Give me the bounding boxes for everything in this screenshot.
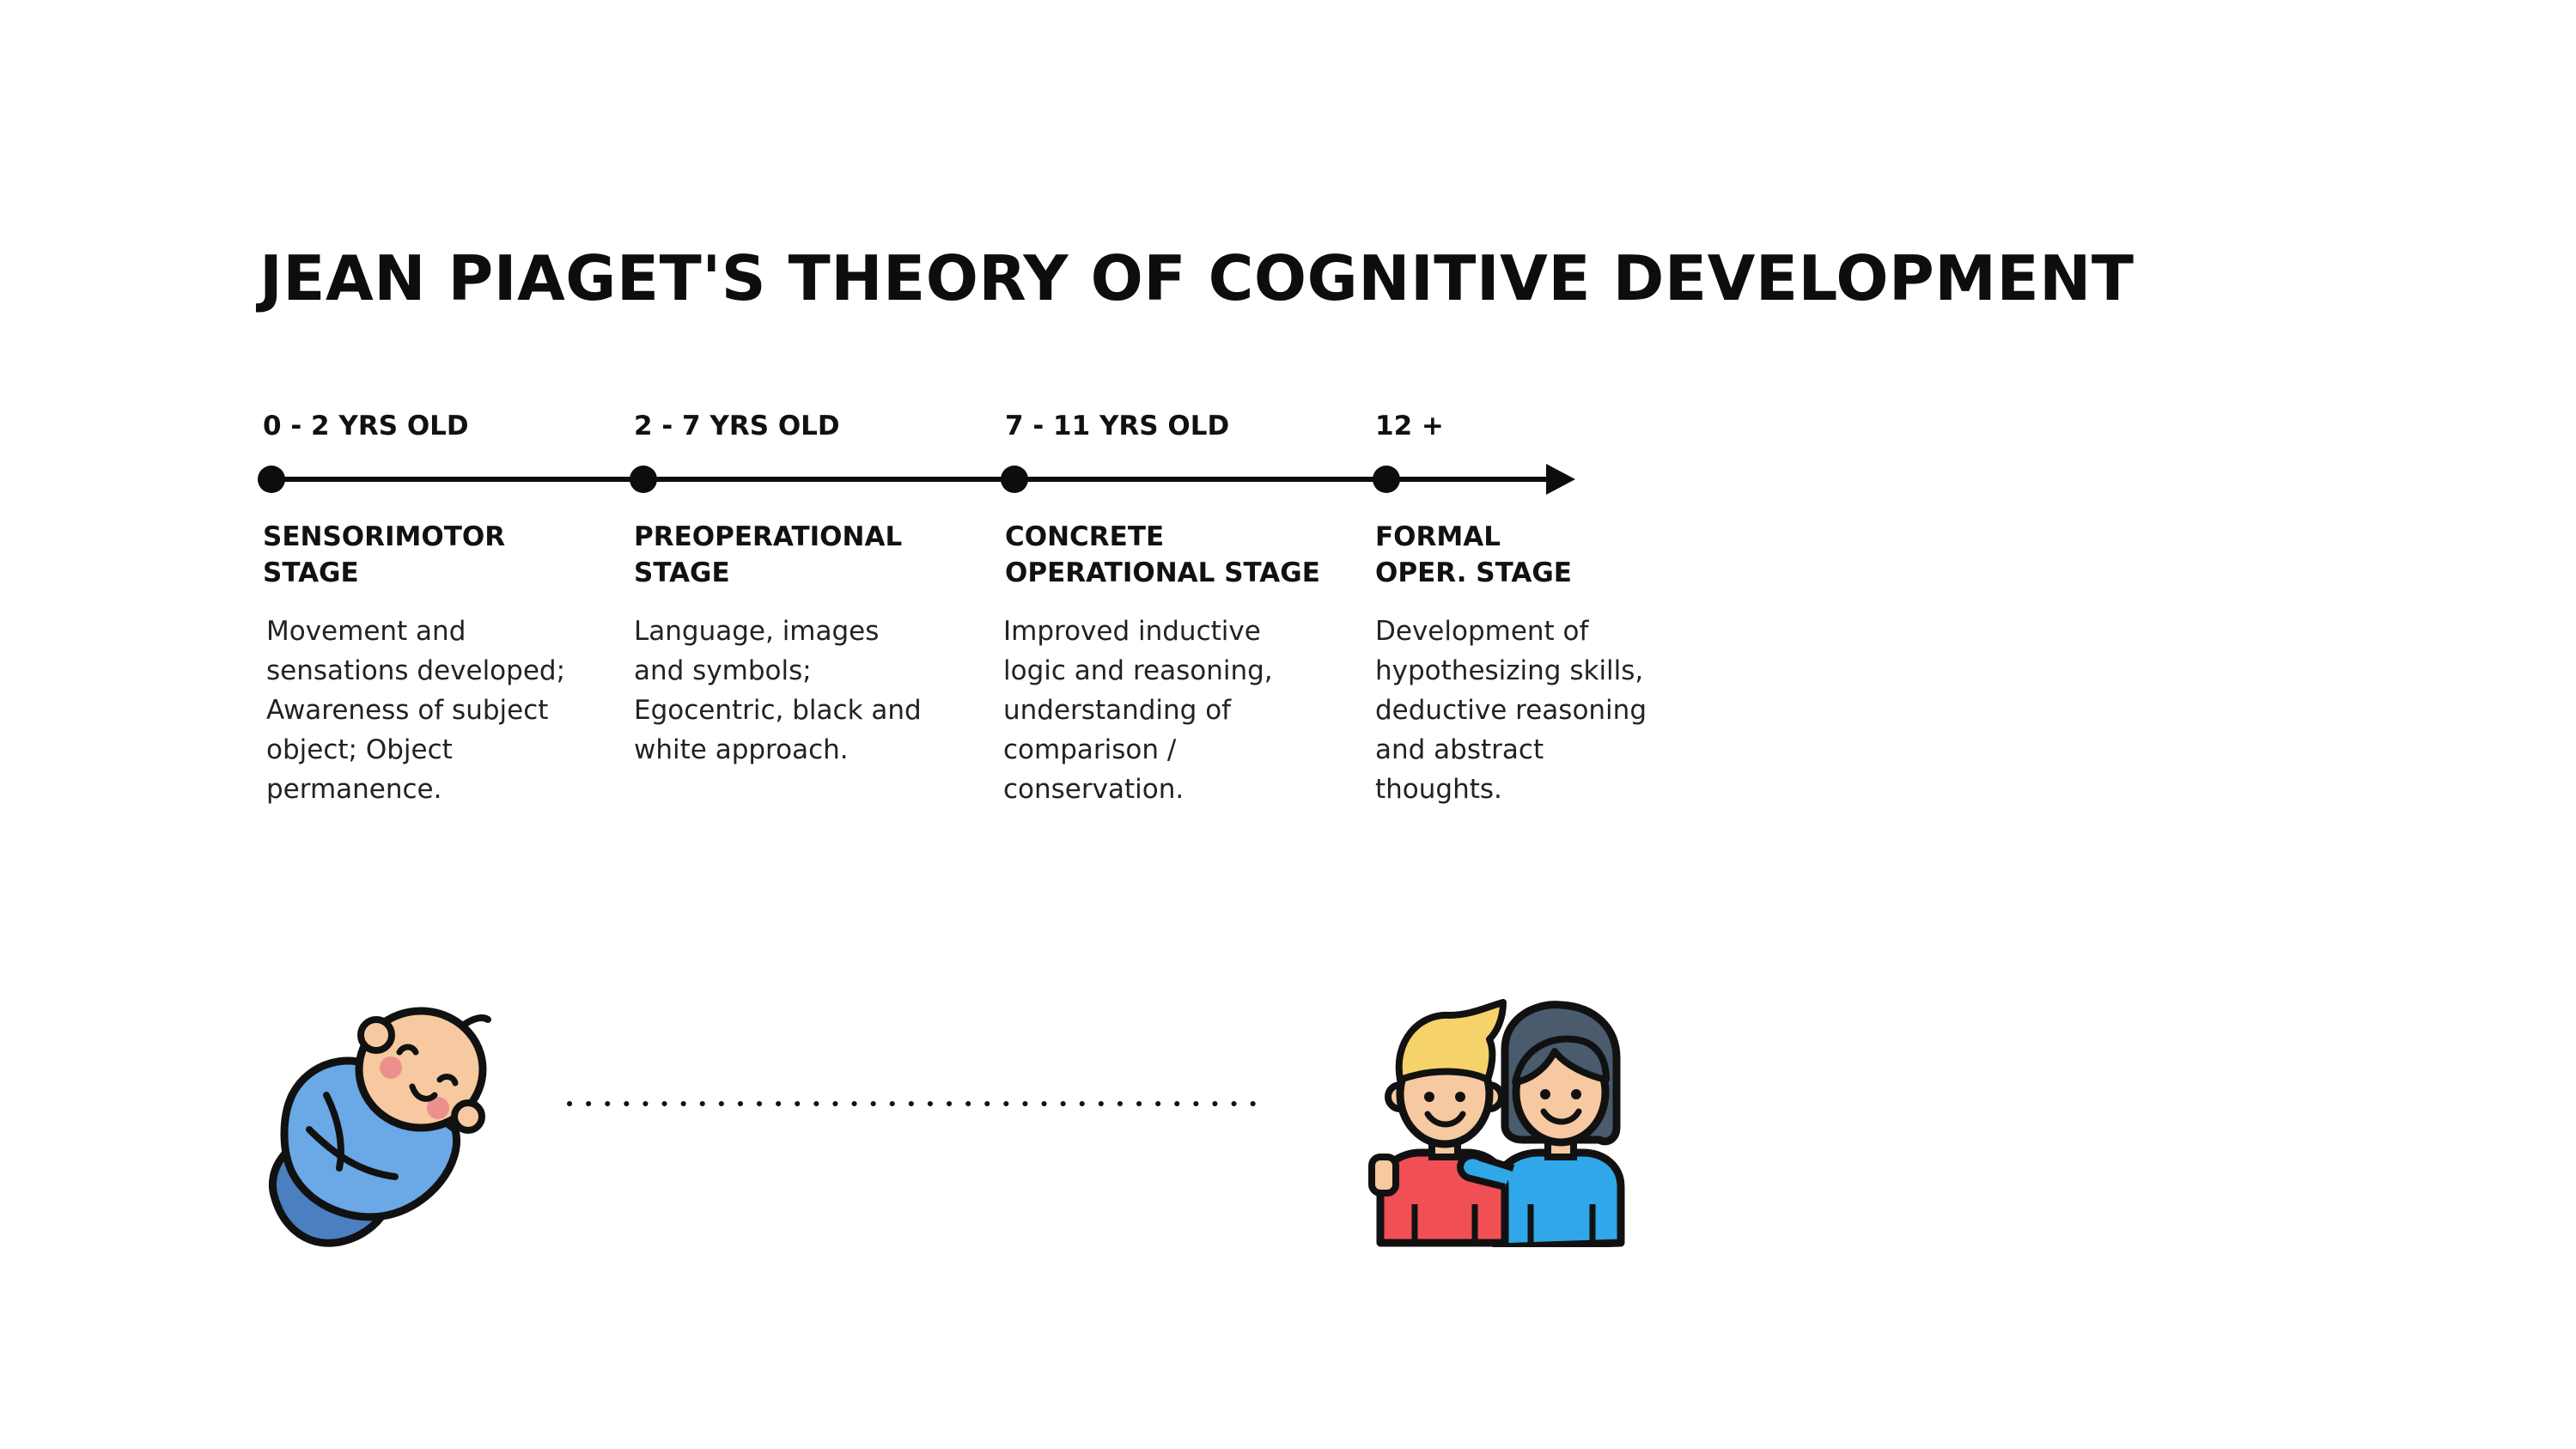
- stage-2-age: 2 - 7 YRS OLD: [634, 411, 840, 441]
- stage-1-age: 0 - 2 YRS OLD: [263, 411, 469, 441]
- stage-4-name-line: OPER. STAGE: [1375, 557, 1572, 588]
- stage-4-age: 12 +: [1375, 411, 1444, 441]
- stage-3-description: Improved inductive logic and reasoning, …: [1003, 612, 1273, 809]
- page-title: JEAN PIAGET'S THEORY OF COGNITIVE DEVELO…: [259, 242, 2134, 314]
- stage-1-name-line: SENSORIMOTOR: [263, 521, 506, 552]
- stage-3-name-line: CONCRETE: [1005, 521, 1165, 552]
- stage-3-desc-line: Improved inductive: [1003, 616, 1261, 647]
- stage-2-desc-line: Egocentric, black and: [634, 695, 922, 726]
- timeline-node-2: [630, 466, 657, 493]
- stage-4-desc-line: thoughts.: [1375, 774, 1502, 805]
- timeline-node-4: [1373, 466, 1400, 493]
- stage-2-desc-line: Language, images: [634, 616, 880, 647]
- timeline-arrowhead: [1546, 464, 1575, 495]
- stage-1-desc-line: sensations developed;: [266, 655, 566, 686]
- stage-1-desc-line: object; Object: [266, 734, 453, 765]
- stage-4-desc-line: deductive reasoning: [1375, 695, 1647, 726]
- dotted-connector: [567, 1101, 1270, 1106]
- timeline-node-3: [1001, 466, 1028, 493]
- stage-4-desc-line: Development of: [1375, 616, 1589, 647]
- stage-1-name: SENSORIMOTOR STAGE: [263, 519, 505, 591]
- stage-3-desc-line: conservation.: [1003, 774, 1184, 805]
- timeline-node-1: [258, 466, 285, 493]
- stage-1-desc-line: permanence.: [266, 774, 442, 805]
- stage-2-name: PREOPERATIONAL STAGE: [634, 519, 902, 591]
- stage-4-desc-line: and abstract: [1375, 734, 1544, 765]
- adult-couple-icon: [1368, 999, 1625, 1247]
- stage-1-desc-line: Awareness of subject: [266, 695, 549, 726]
- stage-4-desc-line: hypothesizing skills,: [1375, 655, 1644, 686]
- stage-3-desc-line: comparison /: [1003, 734, 1177, 765]
- baby-icon: [268, 1007, 491, 1247]
- stage-1-desc-line: Movement and: [266, 616, 466, 647]
- stage-3-desc-line: logic and reasoning,: [1003, 655, 1273, 686]
- stage-3-name: CONCRETE OPERATIONAL STAGE: [1005, 519, 1320, 591]
- stage-2-name-line: PREOPERATIONAL: [634, 521, 903, 552]
- stage-4-description: Development of hypothesizing skills, ded…: [1375, 612, 1647, 809]
- stage-2-desc-line: and symbols;: [634, 655, 812, 686]
- stage-3-name-line: OPERATIONAL STAGE: [1005, 557, 1320, 588]
- stage-2-description: Language, images and symbols; Egocentric…: [634, 612, 922, 770]
- stage-1-description: Movement and sensations developed; Aware…: [266, 612, 565, 809]
- stage-1-name-line: STAGE: [263, 557, 359, 588]
- stage-3-age: 7 - 11 YRS OLD: [1005, 411, 1230, 441]
- stage-3-desc-line: understanding of: [1003, 695, 1232, 726]
- stage-2-name-line: STAGE: [634, 557, 730, 588]
- stage-4-name: FORMAL OPER. STAGE: [1375, 519, 1572, 591]
- stage-4-name-line: FORMAL: [1375, 521, 1501, 552]
- stage-2-desc-line: white approach.: [634, 734, 849, 765]
